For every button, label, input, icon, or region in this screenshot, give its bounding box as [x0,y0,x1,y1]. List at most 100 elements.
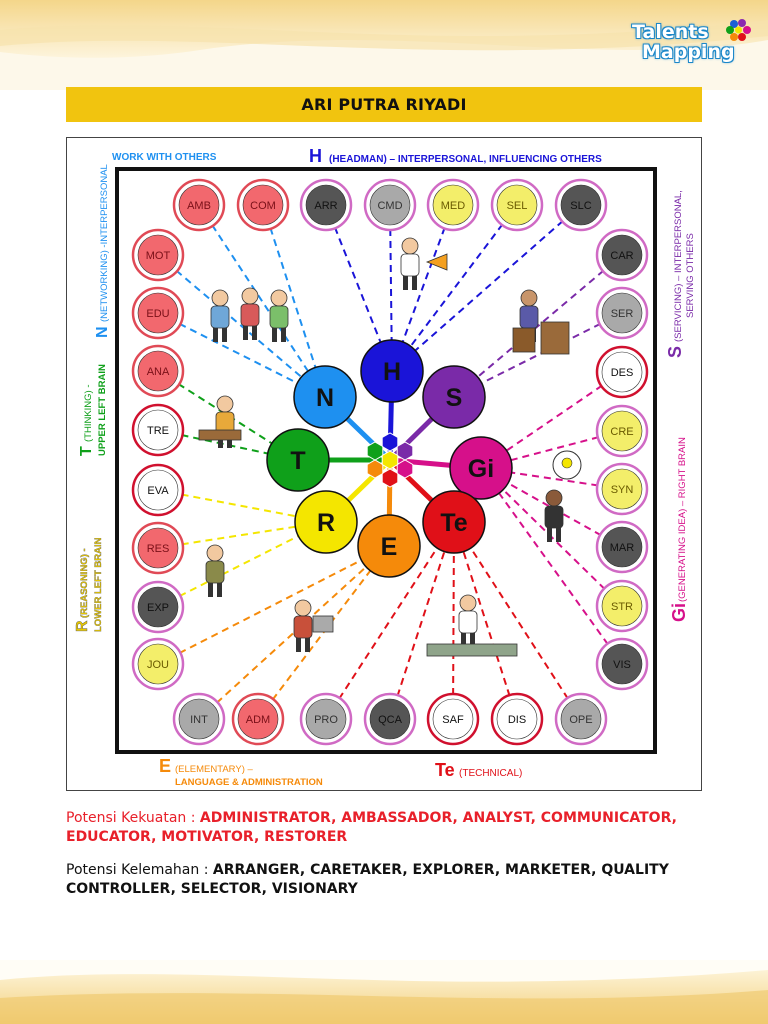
connector-saf [452,521,455,720]
technical-letter: Te [435,760,455,780]
talent-code: CRE [610,426,633,438]
talent-saf: SAF [426,692,480,746]
talent-str: STR [595,579,649,633]
talent-dis: DIS [490,692,544,746]
connector-qca [389,521,455,720]
talent-code: EVA [147,485,169,497]
talent-code: ARR [314,200,337,212]
talent-code: MED [441,200,466,212]
talent-des: DES [595,345,649,399]
talent-code: DIS [508,714,526,726]
generating-idea-letter: Gi [669,603,689,622]
talent-code: ANA [147,366,170,378]
computer-user-illustration [293,599,313,652]
talent-code: AMB [187,200,211,212]
connector-ope [453,521,582,720]
talent-code: CAR [610,250,633,262]
talent-code: RES [147,543,170,555]
center-hexagon [366,459,384,479]
talent-code: SAF [442,714,464,726]
talent-exp: EXP [131,580,185,634]
talent-mar: MAR [595,520,649,574]
talent-cre: CRE [595,404,649,458]
talent-com: COM [236,178,290,232]
cluster-node-t: T [266,428,330,492]
strength-value: ADMINISTRATOR, AMBASSADOR, ANALYST, COMM… [66,810,677,845]
group-people-illustration [269,289,289,342]
talent-adm: ADM [231,692,285,746]
connector-amb [198,204,326,398]
workbench-icon [426,643,518,657]
reasoning-description-1: (REASONING) - [79,548,90,618]
center-hexagon [396,459,414,479]
person-name: ARI PUTRA RIYADI [301,95,467,114]
illustrations [198,237,582,657]
talent-code: OPE [569,714,592,726]
cluster-node-n: N [293,365,357,429]
talent-code: VIS [613,659,631,671]
connector-com [262,204,326,398]
logo-line-1: Talents [632,21,709,43]
weakness-value: ARRANGER, CARETAKER, EXPLORER, MARKETER,… [66,862,669,897]
networking-letter: N [94,326,111,338]
connector-dis [453,521,518,720]
talent-eva: EVA [131,463,185,517]
talents-mapping-logo: Talents Mapping [630,18,751,68]
servicing-letter: S [665,346,685,358]
networking-description: (NETWORKING) -INTERPERSONAL [99,164,110,322]
talent-ser: SER [595,286,649,340]
strength-summary: Potensi Kekuatan : ADMINISTRATOR, AMBASS… [66,809,706,847]
suitcase-icon [512,327,536,353]
talent-ana: ANA [131,344,185,398]
technician-illustration [458,594,478,647]
hexagon-cluster-icon [726,19,751,41]
connector-eva [157,489,327,523]
technical-description: (TECHNICAL) [459,768,522,779]
thinker-desk-illustration [215,395,235,448]
talent-code: SEL [507,200,528,212]
talent-code: SER [611,308,634,320]
talent-code: EDU [146,308,169,320]
talent-amb: AMB [172,178,226,232]
connector-jou [157,545,390,665]
talent-qca: QCA [363,692,417,746]
talent-int: INT [172,692,226,746]
cluster-label: N [316,384,334,412]
talent-code: MAR [610,542,635,554]
talent-sel: SEL [490,178,544,232]
cluster-label: Gi [468,455,494,483]
elementary-description-1: (ELEMENTARY) – [175,764,253,775]
logo-line-2: Mapping [642,41,735,63]
group-people-illustration [210,289,230,342]
talent-med: MED [426,178,480,232]
talent-code: INT [190,714,208,726]
inner-frame [115,167,657,754]
connector-pro [325,521,455,720]
connector-int [198,545,390,720]
weakness-label: Potensi Kelemahan : [66,862,213,878]
talent-code: TRE [147,425,169,437]
talent-code: PRO [314,714,338,726]
desk-icon [198,429,242,441]
cluster-label: Te [440,509,467,537]
megaphone-icon [425,253,448,271]
work-with-others-label: WORK WITH OTHERS [112,152,217,163]
talent-tre: TRE [131,403,185,457]
talent-code: SLC [570,200,591,212]
connector-slc [391,204,582,372]
elementary-letter: E [159,756,171,776]
cluster-label: S [446,384,463,412]
center-hexagon [381,432,399,452]
talent-syn: SYN [595,462,649,516]
cluster-node-gi: Gi [449,436,513,500]
reasoning-description-2: LOWER LEFT BRAIN [93,537,104,632]
cluster-node-r: R [294,490,358,554]
center-hexagon [366,441,384,461]
talent-edu: EDU [131,286,185,340]
cluster-label: E [381,533,398,561]
talent-code: DES [611,367,634,379]
talent-code: QCA [378,714,403,726]
